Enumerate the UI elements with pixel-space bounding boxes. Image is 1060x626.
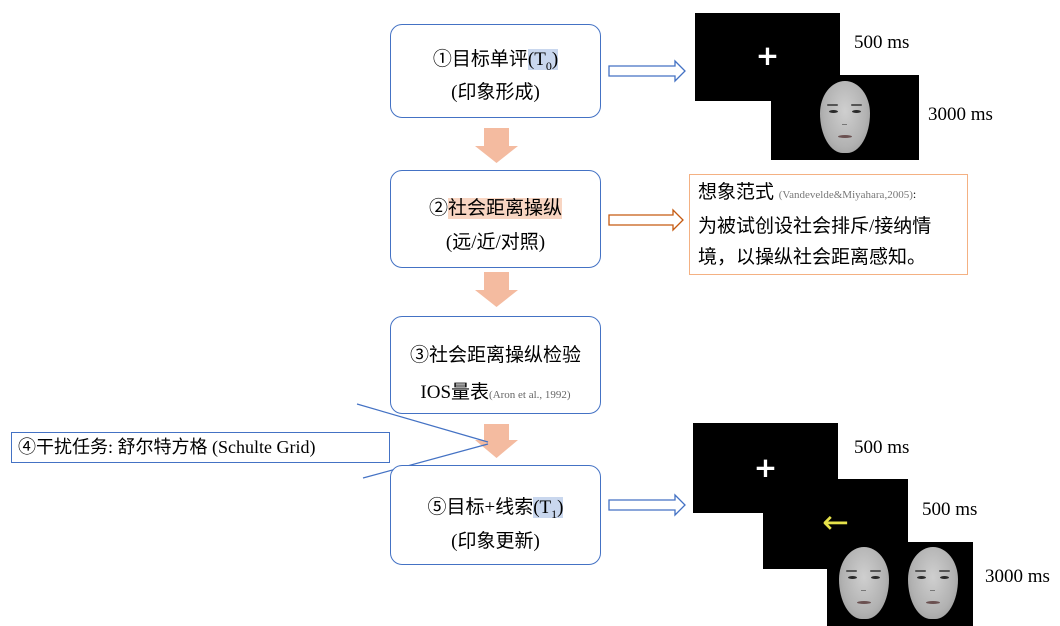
trial2-faces-screen	[827, 542, 973, 626]
fixation-cross-2: +	[753, 451, 778, 484]
down-arrow-3	[475, 424, 518, 458]
down-arrow-2	[475, 272, 518, 307]
step1-t-close: )	[551, 49, 559, 70]
ios-citation: (Aron et al., 1992)	[489, 389, 571, 401]
note-title-line: 想象范式 (Vandevelde&Miyahara,2005):	[698, 177, 959, 211]
paradigm-note-box: 想象范式 (Vandevelde&Miyahara,2005): 为被试创设社会…	[689, 174, 968, 275]
fixation-cross: +	[755, 39, 780, 72]
note-colon: :	[912, 187, 917, 201]
step3-subtitle: IOS量表(Aron et al., 1992)	[391, 377, 600, 404]
trial2-fixation-time: 500 ms	[854, 437, 910, 458]
trial2-cue-time: 500 ms	[922, 499, 978, 520]
interference-task-box: ④干扰任务: 舒尔特方格 (Schulte Grid)	[11, 432, 390, 463]
interference-line-bottom	[362, 443, 489, 479]
step2-box: ②社会距离操纵 (远/近/对照)	[390, 170, 601, 268]
step2-highlight: 社会距离操纵	[448, 198, 563, 219]
right-arrow-trial1	[608, 59, 686, 83]
ios-scale-label: IOS量表	[420, 382, 490, 403]
step1-highlight: (T0)	[527, 49, 559, 73]
step1-title: ①目标单评(T0)	[391, 44, 600, 74]
step1-t-subscript: 0	[545, 58, 552, 73]
step2-subtitle: (远/近/对照)	[445, 232, 546, 253]
note-body-line2: 境，以操纵社会距离感知。	[698, 247, 927, 268]
step1-box: ①目标单评(T0) (印象形成)	[390, 24, 601, 118]
step5-t-label: (T	[533, 497, 552, 518]
down-arrow-1	[475, 128, 518, 163]
step3-title: ③社会距离操纵检验	[409, 345, 581, 366]
right-arrow-trial2	[608, 493, 686, 517]
note-title: 想象范式	[698, 182, 775, 203]
right-arrow-note	[608, 208, 684, 232]
step5-subtitle: (印象更新)	[451, 531, 540, 552]
step5-highlight: (T1)	[533, 497, 564, 521]
trial1-fixation-time: 500 ms	[854, 32, 910, 53]
step5-t-subscript: 1	[551, 506, 558, 521]
trial1-face-screen	[771, 75, 919, 160]
step2-title: ②社会距离操纵	[391, 193, 600, 220]
interference-line-top	[356, 403, 489, 443]
note-body-line1: 为被试创设社会排斥/接纳情	[698, 216, 932, 237]
arrow-left-cue-icon: ←	[822, 503, 849, 541]
step5-title: ⑤目标+线索(T1)	[391, 492, 600, 522]
step2-number: ②	[428, 198, 448, 219]
step1-t-label: (T	[527, 49, 546, 70]
step3-box: ③社会距离操纵检验 IOS量表(Aron et al., 1992)	[390, 316, 601, 414]
step5-title-text: ⑤目标+线索	[427, 497, 534, 518]
note-citation: (Vandevelde&Miyahara,2005)	[778, 189, 913, 201]
step5-t-close: )	[557, 497, 564, 518]
step5-box: ⑤目标+线索(T1) (印象更新)	[390, 465, 601, 565]
target-face-image-left	[839, 547, 889, 619]
step1-title-text: ①目标单评	[432, 49, 528, 70]
step1-subtitle: (印象形成)	[451, 82, 540, 103]
trial2-faces-time: 3000 ms	[985, 566, 1050, 587]
trial1-face-time: 3000 ms	[928, 104, 993, 125]
target-face-image	[820, 81, 870, 153]
target-face-image-right	[908, 547, 958, 619]
